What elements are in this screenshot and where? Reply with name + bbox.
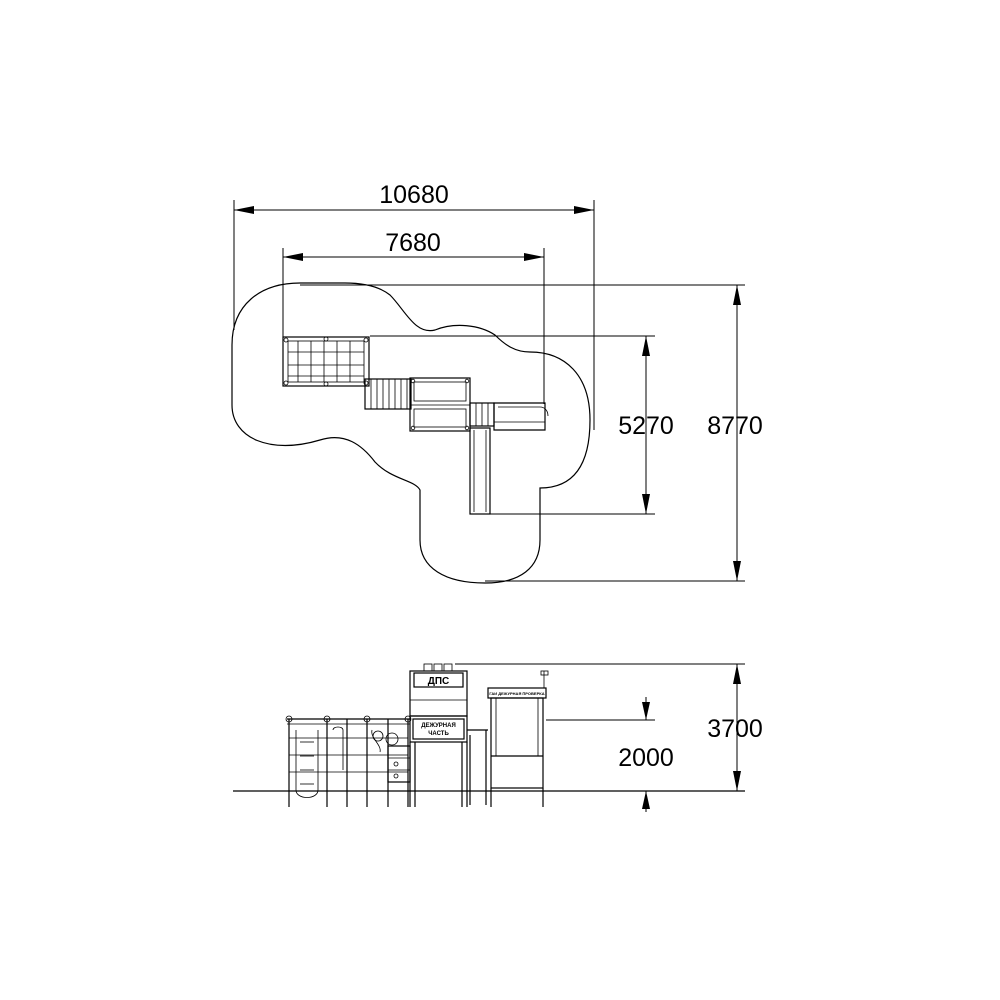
steps-module bbox=[387, 745, 411, 783]
main-tower: ДПС ДЕЖУРНАЯ ЧАСТЬ bbox=[409, 663, 468, 807]
slide-module bbox=[469, 427, 491, 515]
slide-profile bbox=[467, 729, 488, 805]
dimension-label-inner-width: 7680 bbox=[385, 229, 441, 257]
middle-sign-line1: ДЕЖУРНАЯ bbox=[421, 723, 456, 729]
net-frame-module bbox=[282, 336, 370, 387]
right-booth: ГАИ ДЕЖУРНАЯ ПРОВЕРКА bbox=[487, 670, 549, 807]
right-sign-text: ГАИ ДЕЖУРНАЯ ПРОВЕРКА bbox=[489, 691, 544, 696]
elevation-view: ДПС ДЕЖУРНАЯ ЧАСТЬ ГАИ ДЕЖУРНАЯ ПРОВЕРКА bbox=[233, 663, 763, 812]
dimension-total-height: 3700 bbox=[455, 663, 763, 791]
middle-sign-line2: ЧАСТЬ bbox=[428, 731, 449, 737]
dimension-label-overall-width: 10680 bbox=[379, 181, 449, 209]
dimension-overall-width: 10680 bbox=[233, 181, 595, 430]
plan-view: 10680 7680 5270 8770 bbox=[231, 181, 763, 584]
stairs-module bbox=[364, 378, 412, 410]
tower-platform bbox=[409, 377, 471, 432]
dimension-label-platform-height: 2000 bbox=[618, 744, 674, 772]
dimension-label-overall-depth: 8770 bbox=[707, 412, 763, 440]
top-sign-text: ДПС bbox=[428, 676, 450, 687]
dimension-inner-depth: 5270 bbox=[370, 335, 674, 515]
safety-zone-outline bbox=[231, 282, 591, 584]
dimension-label-inner-depth: 5270 bbox=[618, 412, 674, 440]
dimension-platform-height: 2000 bbox=[546, 697, 674, 812]
climbing-frame bbox=[285, 715, 412, 807]
dimension-label-total-height: 3700 bbox=[707, 715, 763, 743]
bridge-module bbox=[469, 402, 549, 431]
dimension-inner-width: 7680 bbox=[282, 229, 545, 404]
dimension-overall-depth: 8770 bbox=[300, 284, 763, 582]
